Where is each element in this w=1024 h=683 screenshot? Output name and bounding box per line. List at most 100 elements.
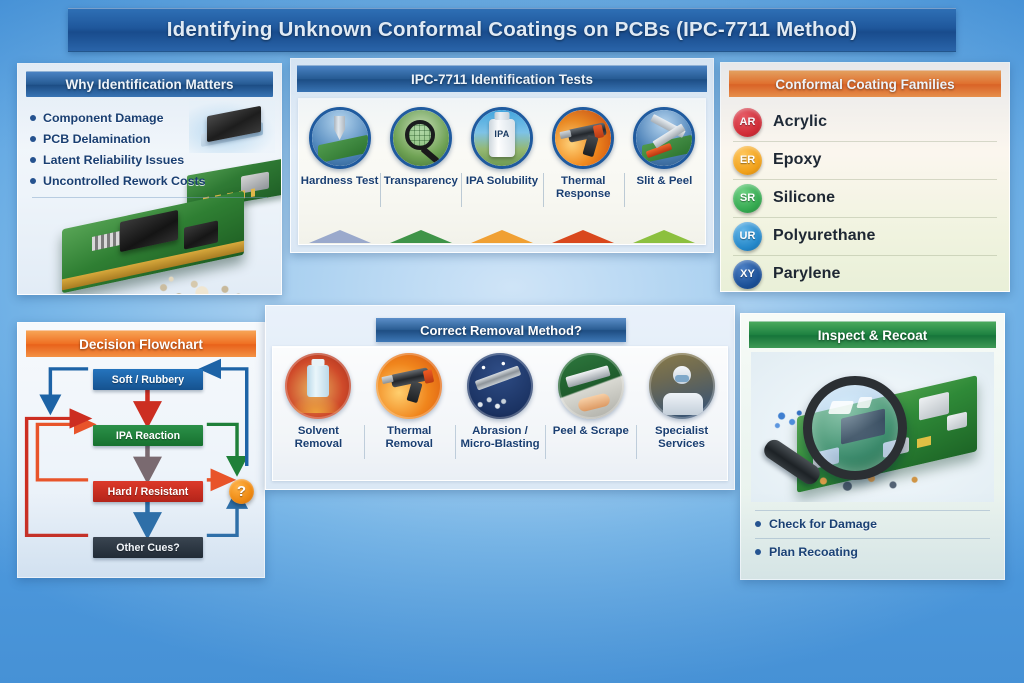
panel-decision-flowchart: Decision Flowchart: [17, 322, 265, 578]
accent-chevron: [624, 229, 705, 244]
removal-item-solvent[interactable]: Solvent Removal: [273, 353, 364, 480]
panel-inspect-header: Inspect & Recoat: [749, 321, 996, 348]
why-item-label: Latent Reliability Issues: [43, 152, 185, 167]
removal-label: Abrasion / Micro-Blasting: [460, 425, 540, 451]
test-label: Transparency: [383, 175, 458, 187]
list-item: Check for Damage: [755, 510, 990, 538]
test-item-slit-and-peel[interactable]: Slit & Peel: [623, 99, 705, 244]
heat-gun-icon: [376, 353, 443, 419]
family-code-badge: XY: [733, 259, 762, 289]
list-item[interactable]: XY Parylene: [733, 255, 997, 291]
coating-families-list: AR Acrylic ER Epoxy SR Silicone UR Polyu…: [721, 97, 1009, 291]
flow-node-ipa-reaction[interactable]: IPA Reaction: [93, 425, 203, 446]
flow-node-other-cues[interactable]: Other Cues?: [93, 537, 203, 558]
list-item: Uncontrolled Rework Costs: [30, 170, 269, 191]
bullet-dot-icon: [30, 156, 36, 163]
removal-item-specialist[interactable]: Specialist Services: [636, 353, 727, 480]
removal-methods-row: Solvent Removal Thermal Removal Abrasion…: [272, 346, 728, 481]
panel-removal-header-label: Correct Removal Method?: [420, 322, 582, 338]
panel-why-body: Component Damage PCB Delamination Latent…: [18, 97, 281, 294]
removal-label: Solvent Removal: [294, 425, 343, 451]
panel-coating-families: Conformal Coating Families AR Acrylic ER…: [720, 62, 1010, 292]
family-code-badge: UR: [733, 221, 762, 251]
page-title-bar: Identifying Unknown Conformal Coatings o…: [68, 8, 956, 52]
panel-identification-tests: IPC-7711 Identification Tests Hardness T…: [290, 58, 714, 253]
bullet-dot-icon: [30, 135, 36, 142]
ipa-bottle-icon: IPA: [471, 107, 533, 169]
family-code-badge: AR: [733, 107, 762, 137]
panel-inspect-header-label: Inspect & Recoat: [817, 327, 928, 343]
why-item-label: Component Damage: [43, 110, 164, 125]
divider: [32, 197, 267, 198]
test-item-thermal-response[interactable]: Thermal Response: [542, 99, 624, 244]
flowchart-diagram: Soft / Rubbery IPA Reaction Hard / Resis…: [18, 357, 264, 577]
flow-node-label: Soft / Rubbery: [111, 373, 185, 386]
magnifier-icon: [389, 107, 452, 169]
panel-why-header-label: Why Identification Matters: [65, 77, 234, 92]
accent-chevron: [299, 229, 380, 244]
inspect-item-label: Check for Damage: [769, 517, 877, 531]
damaged-chip-illustration: [189, 101, 275, 153]
question-mark-icon[interactable]: ?: [229, 479, 254, 504]
list-item[interactable]: UR Polyurethane: [733, 217, 997, 255]
family-name: Acrylic: [773, 113, 828, 130]
burned-pcb-illustration: [56, 190, 252, 294]
flow-node-soft-rubbery[interactable]: Soft / Rubbery: [93, 369, 203, 390]
removal-item-abrasion[interactable]: Abrasion / Micro-Blasting: [454, 353, 546, 480]
test-label: Slit & Peel: [636, 175, 693, 187]
test-label: IPA Solubility: [465, 175, 539, 187]
heat-gun-icon: [552, 107, 615, 169]
test-label: Thermal Response: [555, 175, 611, 201]
panel-families-header: Conformal Coating Families: [729, 70, 1001, 97]
page-title: Identifying Unknown Conformal Coatings o…: [166, 18, 858, 41]
test-item-ipa-solubility[interactable]: IPA IPA Solubility: [461, 99, 542, 244]
bullet-dot-icon: [30, 114, 36, 121]
technician-icon: [648, 353, 715, 419]
removal-label: Thermal Removal: [385, 425, 433, 451]
family-code-badge: SR: [733, 183, 762, 213]
probe-indenter-icon: [308, 107, 371, 169]
panel-removal-header: Correct Removal Method?: [376, 318, 626, 342]
test-label: Hardness Test: [300, 175, 379, 187]
panel-flowchart-header-label: Decision Flowchart: [79, 336, 203, 352]
inspect-item-label: Plan Recoating: [769, 545, 858, 559]
accent-chevron: [461, 229, 542, 244]
magnifier-lens-icon: [803, 376, 907, 480]
removal-item-thermal[interactable]: Thermal Removal: [363, 353, 455, 480]
accent-chevron: [543, 229, 624, 244]
why-item-label: PCB Delamination: [43, 131, 151, 146]
accent-chevron: [380, 229, 461, 244]
flow-node-label: IPA Reaction: [115, 429, 181, 442]
list-item[interactable]: ER Epoxy: [733, 141, 997, 179]
family-name: Polyurethane: [773, 227, 876, 244]
list-item[interactable]: SR Silicone: [733, 179, 997, 217]
panel-why-header: Why Identification Matters: [26, 71, 273, 97]
micro-blaster-icon: [466, 353, 533, 419]
why-item-label: Uncontrolled Rework Costs: [43, 173, 206, 188]
family-name: Silicone: [773, 189, 836, 206]
panel-why-identification-matters: Why Identification Matters Component Dam…: [17, 63, 282, 295]
identification-tests-row: Hardness Test Transparency IPA: [298, 98, 706, 245]
flow-node-hard-resistant[interactable]: Hard / Resistant: [93, 481, 203, 502]
inspect-bullet-list: Check for Damage Plan Recoating: [755, 510, 990, 566]
family-name: Epoxy: [773, 151, 822, 168]
flow-node-label: Hard / Resistant: [107, 485, 189, 498]
panel-removal-method: Correct Removal Method? Solvent Removal …: [265, 305, 735, 490]
solvent-bottle-icon: [285, 353, 352, 419]
removal-label: Peel & Scrape: [552, 425, 629, 437]
why-bullet-list: Component Damage PCB Delamination Latent…: [30, 107, 269, 198]
removal-item-peel-scrape[interactable]: Peel & Scrape: [545, 353, 636, 480]
panel-tests-header-label: IPC-7711 Identification Tests: [410, 71, 594, 87]
list-item: Component Damage: [30, 107, 269, 128]
list-item[interactable]: AR Acrylic: [733, 103, 997, 141]
panel-inspect-recoat: Inspect & Recoat Check for Damage Plan R…: [740, 313, 1005, 580]
flow-node-label: Other Cues?: [116, 541, 180, 554]
test-item-transparency[interactable]: Transparency: [380, 99, 461, 244]
list-item: Latent Reliability Issues: [30, 149, 269, 170]
panel-families-header-label: Conformal Coating Families: [775, 76, 955, 92]
test-item-hardness[interactable]: Hardness Test: [299, 99, 380, 244]
scraper-icon: [557, 353, 624, 419]
ipa-bottle-label: IPA: [494, 129, 510, 139]
bullet-dot-icon: [755, 521, 761, 527]
